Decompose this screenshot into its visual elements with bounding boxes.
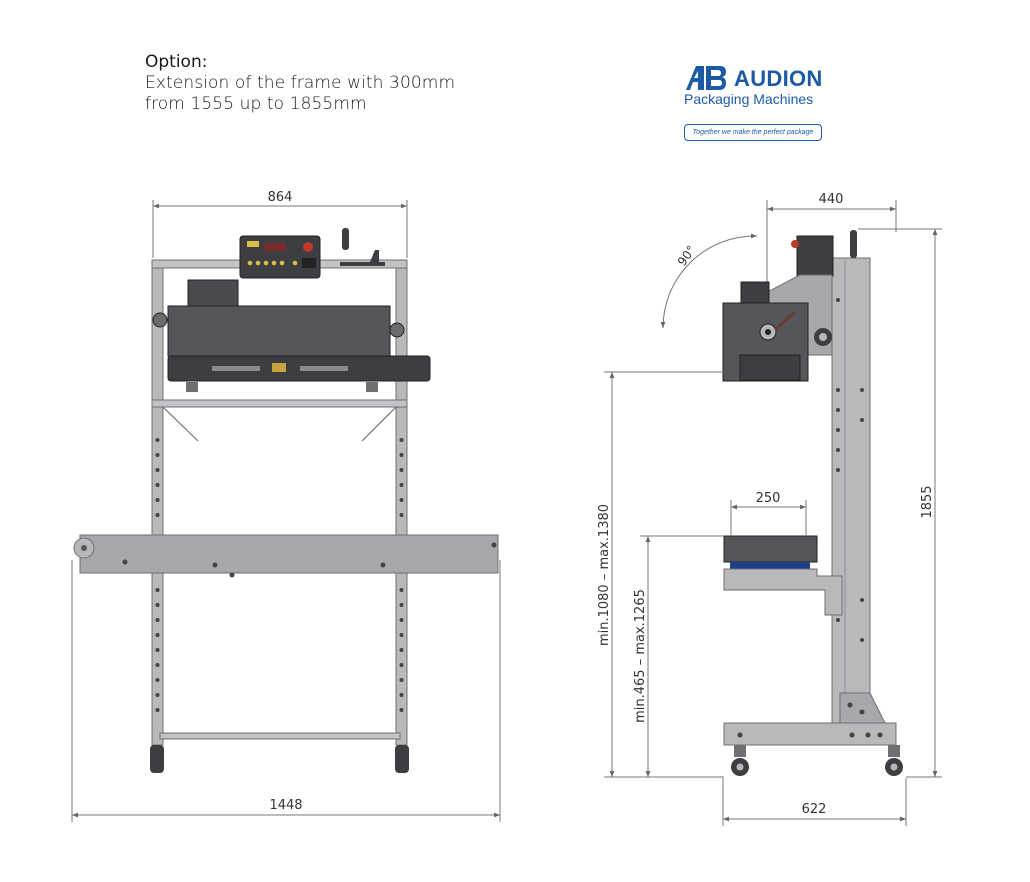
dim-label-864: 864 <box>268 190 293 205</box>
control-panel <box>239 228 385 279</box>
side-wheels <box>731 745 903 776</box>
dim-622 <box>722 778 907 826</box>
audion-logo-mark-icon <box>686 66 726 90</box>
side-column <box>723 257 897 746</box>
option-heading: Option: <box>145 52 208 72</box>
dim-label-head-height: min.1080 – max.1380 <box>597 504 612 646</box>
dim-label-1448: 1448 <box>269 798 302 813</box>
dim-label-250: 250 <box>756 491 781 506</box>
conveyor-front <box>73 534 499 578</box>
dim-head-height <box>604 371 724 778</box>
option-note: Option: Extension of the frame with 300m… <box>145 52 455 115</box>
side-view: 440 90° <box>597 192 942 826</box>
dim-tray-height <box>640 535 724 777</box>
dim-1855 <box>858 228 942 778</box>
front-wheels <box>150 745 409 773</box>
logo-tagline: Together we make the perfect package <box>684 124 822 141</box>
dim-label-622: 622 <box>802 802 827 817</box>
angle-label: 90° <box>675 243 699 268</box>
logo-subtitle: Packaging Machines <box>684 91 814 107</box>
audion-logo: AUDION Packaging Machines Together we ma… <box>684 60 824 145</box>
angle-arc <box>660 233 758 329</box>
side-head <box>722 230 857 382</box>
dim-label-1855: 1855 <box>920 485 935 518</box>
logo-brand: AUDION <box>734 66 823 91</box>
option-line-1: Extension of the frame with 300mm <box>145 73 456 93</box>
front-view: 864 <box>71 190 501 822</box>
dim-1448 <box>71 560 501 822</box>
sealing-head <box>152 279 431 392</box>
dim-864 <box>152 200 408 258</box>
option-line-2: from 1555 up to 1855mm <box>145 94 367 114</box>
side-tray <box>723 535 843 616</box>
dim-label-tray-height: min.465 – max.1265 <box>633 589 648 723</box>
dim-250 <box>730 500 807 536</box>
dim-label-440: 440 <box>819 192 844 207</box>
